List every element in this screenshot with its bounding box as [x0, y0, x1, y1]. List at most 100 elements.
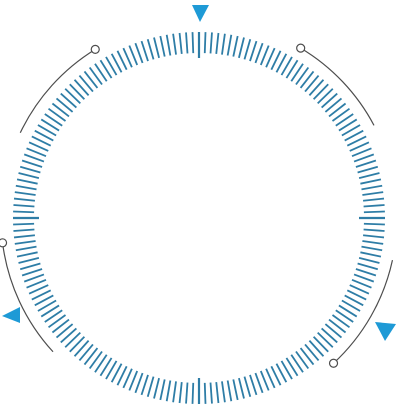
minor-tick	[21, 268, 43, 277]
arc-handle	[328, 358, 339, 368]
minor-tick	[321, 92, 338, 109]
minor-tick	[116, 365, 128, 386]
minor-tick	[69, 83, 86, 100]
minor-tick	[26, 147, 47, 158]
minor-tick	[19, 165, 41, 174]
minor-tick	[249, 374, 258, 396]
minor-tick	[73, 79, 90, 96]
minor-tick	[265, 47, 276, 68]
minor-tick	[13, 234, 35, 239]
minor-tick	[140, 374, 149, 396]
minor-tick	[88, 350, 103, 370]
minor-tick	[358, 172, 380, 179]
minor-tick	[172, 381, 177, 403]
minor-tick	[110, 53, 123, 73]
minor-tick	[338, 304, 358, 318]
minor-tick	[363, 197, 385, 202]
minor-tick	[226, 380, 233, 402]
minor-tick	[285, 59, 299, 79]
minor-tick	[94, 63, 108, 82]
minor-tick	[146, 376, 155, 398]
right-pointer-marker	[375, 322, 396, 341]
minor-tick	[55, 323, 74, 339]
minor-tick	[191, 32, 195, 54]
minor-tick	[83, 70, 99, 89]
outer-arc-ring	[1, 47, 394, 364]
minor-tick	[299, 70, 315, 89]
minor-tick	[312, 83, 329, 100]
minor-tick	[346, 135, 367, 147]
minor-tick	[159, 35, 166, 57]
minor-tick	[358, 257, 380, 264]
minor-tick	[344, 294, 364, 307]
minor-tick	[324, 323, 343, 339]
minor-tick	[299, 347, 315, 366]
minor-tick	[238, 37, 245, 59]
minor-tick	[328, 102, 347, 118]
arc-handle	[90, 44, 100, 54]
minor-tick	[31, 135, 52, 147]
minor-tick	[238, 377, 245, 399]
minor-tick	[13, 210, 35, 214]
minor-tick	[153, 377, 160, 399]
minor-tick	[290, 354, 304, 373]
minor-tick	[265, 368, 276, 389]
minor-tick	[232, 379, 239, 401]
minor-tick	[363, 228, 385, 232]
minor-tick	[353, 153, 375, 163]
minor-tick	[18, 257, 40, 264]
top-pointer-marker	[192, 5, 209, 22]
minor-tick	[317, 88, 334, 105]
minor-tick	[324, 97, 343, 113]
minor-tick	[221, 381, 226, 403]
minor-tick	[60, 92, 77, 109]
minor-tick	[304, 74, 320, 93]
minor-tick	[317, 331, 334, 348]
minor-tick	[360, 251, 382, 258]
minor-tick	[47, 107, 67, 122]
minor-tick	[243, 38, 252, 60]
minor-tick	[31, 289, 52, 301]
minor-tick	[209, 32, 213, 54]
minor-tick	[16, 251, 38, 258]
minor-tick	[34, 294, 54, 307]
minor-tick	[280, 56, 293, 76]
outer-arc-segment	[333, 260, 394, 364]
minor-tick	[355, 268, 377, 277]
minor-tick	[23, 153, 45, 163]
minor-tick	[105, 56, 118, 76]
arc-handle	[0, 238, 8, 248]
minor-tick	[331, 107, 351, 122]
minor-tick	[349, 284, 370, 295]
minor-tick	[15, 245, 37, 252]
minor-tick	[21, 159, 43, 168]
minor-tick	[344, 129, 364, 142]
minor-tick	[13, 197, 35, 202]
left-pointer-marker	[2, 307, 20, 323]
minor-tick	[15, 184, 37, 191]
minor-tick	[13, 204, 35, 208]
minor-tick	[360, 178, 382, 185]
minor-tick	[13, 228, 35, 232]
minor-tick	[353, 273, 375, 283]
minor-tick	[328, 318, 347, 334]
minor-tick	[321, 327, 338, 344]
minor-tick	[363, 234, 385, 239]
minor-tick	[34, 129, 54, 142]
minor-tick	[172, 33, 177, 55]
minor-tick	[110, 363, 123, 383]
minor-tick	[128, 45, 139, 66]
minor-tick	[232, 35, 239, 57]
minor-tick	[153, 37, 160, 59]
minor-tick	[331, 314, 351, 329]
minor-tick	[146, 38, 155, 60]
minor-tick	[178, 382, 183, 404]
minor-tick	[99, 59, 113, 79]
arc-handles	[0, 43, 339, 368]
minor-tick	[122, 47, 133, 68]
minor-tick	[40, 118, 60, 132]
minor-tick	[44, 113, 63, 127]
minor-tick	[185, 382, 189, 404]
